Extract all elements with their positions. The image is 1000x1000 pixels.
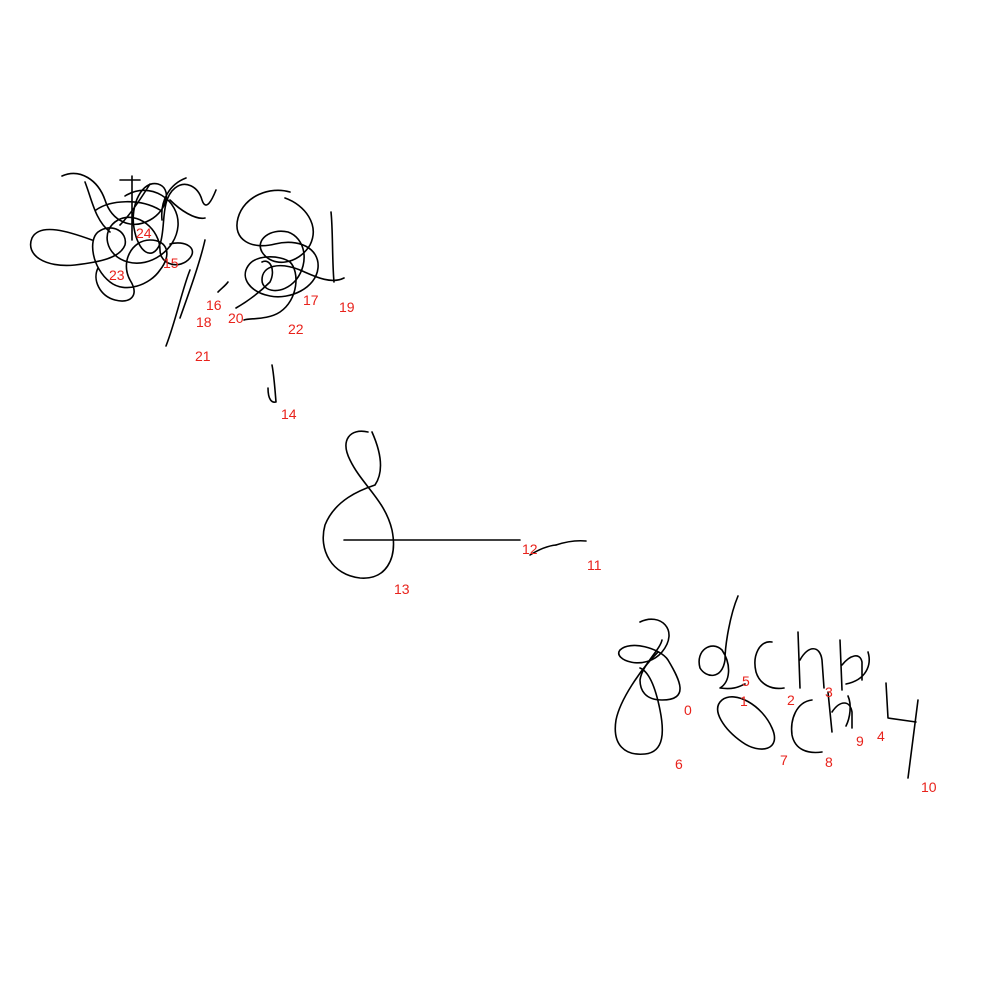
ink-stroke-7 — [790, 699, 823, 754]
ink-stroke-13 — [322, 430, 521, 579]
ink-stroke-23 — [29, 227, 168, 302]
stroke-label-5: 5 — [742, 673, 750, 689]
ink-stroke-19 — [330, 211, 335, 283]
ink-stroke-14 — [267, 364, 277, 403]
stroke-label-7: 7 — [780, 752, 788, 768]
stroke-label-15: 15 — [163, 255, 179, 271]
ink-stroke-5 — [698, 595, 746, 690]
stroke-label-2: 2 — [787, 692, 795, 708]
ink-stroke-8 — [827, 691, 853, 733]
stroke-label-16: 16 — [206, 297, 222, 313]
ink-stroke-22 — [236, 189, 319, 321]
ink-stroke-4 — [885, 682, 917, 723]
stroke-label-22: 22 — [288, 321, 304, 337]
ink-stroke-11 — [555, 539, 587, 546]
stroke-label-24: 24 — [136, 225, 152, 241]
ink-stroke-3 — [839, 639, 870, 691]
stroke-label-14: 14 — [281, 406, 297, 422]
stroke-label-18: 18 — [196, 314, 212, 330]
stroke-label-6: 6 — [675, 756, 683, 772]
stroke-label-4: 4 — [877, 728, 885, 744]
ink-stroke-12 — [529, 544, 557, 556]
stroke-label-9: 9 — [856, 733, 864, 749]
stroke-label-19: 19 — [339, 299, 355, 315]
stroke-label-23: 23 — [109, 267, 125, 283]
stroke-label-10: 10 — [921, 779, 937, 795]
ink-stroke-0 — [617, 618, 681, 701]
stroke-label-0: 0 — [684, 702, 692, 718]
ink-stroke-2 — [754, 631, 825, 690]
stroke-label-3: 3 — [825, 684, 833, 700]
stroke-label-13: 13 — [394, 581, 410, 597]
stroke-label-20: 20 — [228, 310, 244, 326]
ink-stroke-24 — [61, 172, 217, 254]
ink-stroke-10 — [907, 699, 919, 779]
ink-stroke-6 — [614, 651, 664, 755]
stroke-label-11: 11 — [587, 557, 602, 573]
ink-stroke-9 — [845, 695, 851, 727]
ink-stroke-18 — [179, 239, 206, 319]
stroke-label-1: 1 — [740, 693, 748, 709]
ink-stroke-1 — [716, 696, 776, 750]
ink-stroke-21 — [165, 269, 191, 347]
stroke-label-17: 17 — [303, 292, 319, 308]
ink-stroke-16 — [217, 281, 229, 293]
ink-stroke-20 — [235, 260, 274, 309]
ink-stroke-17 — [259, 197, 345, 292]
stroke-label-8: 8 — [825, 754, 833, 770]
stroke-label-12: 12 — [522, 541, 538, 557]
stroke-label-21: 21 — [195, 348, 211, 364]
ink-stroke-15 — [106, 189, 194, 266]
